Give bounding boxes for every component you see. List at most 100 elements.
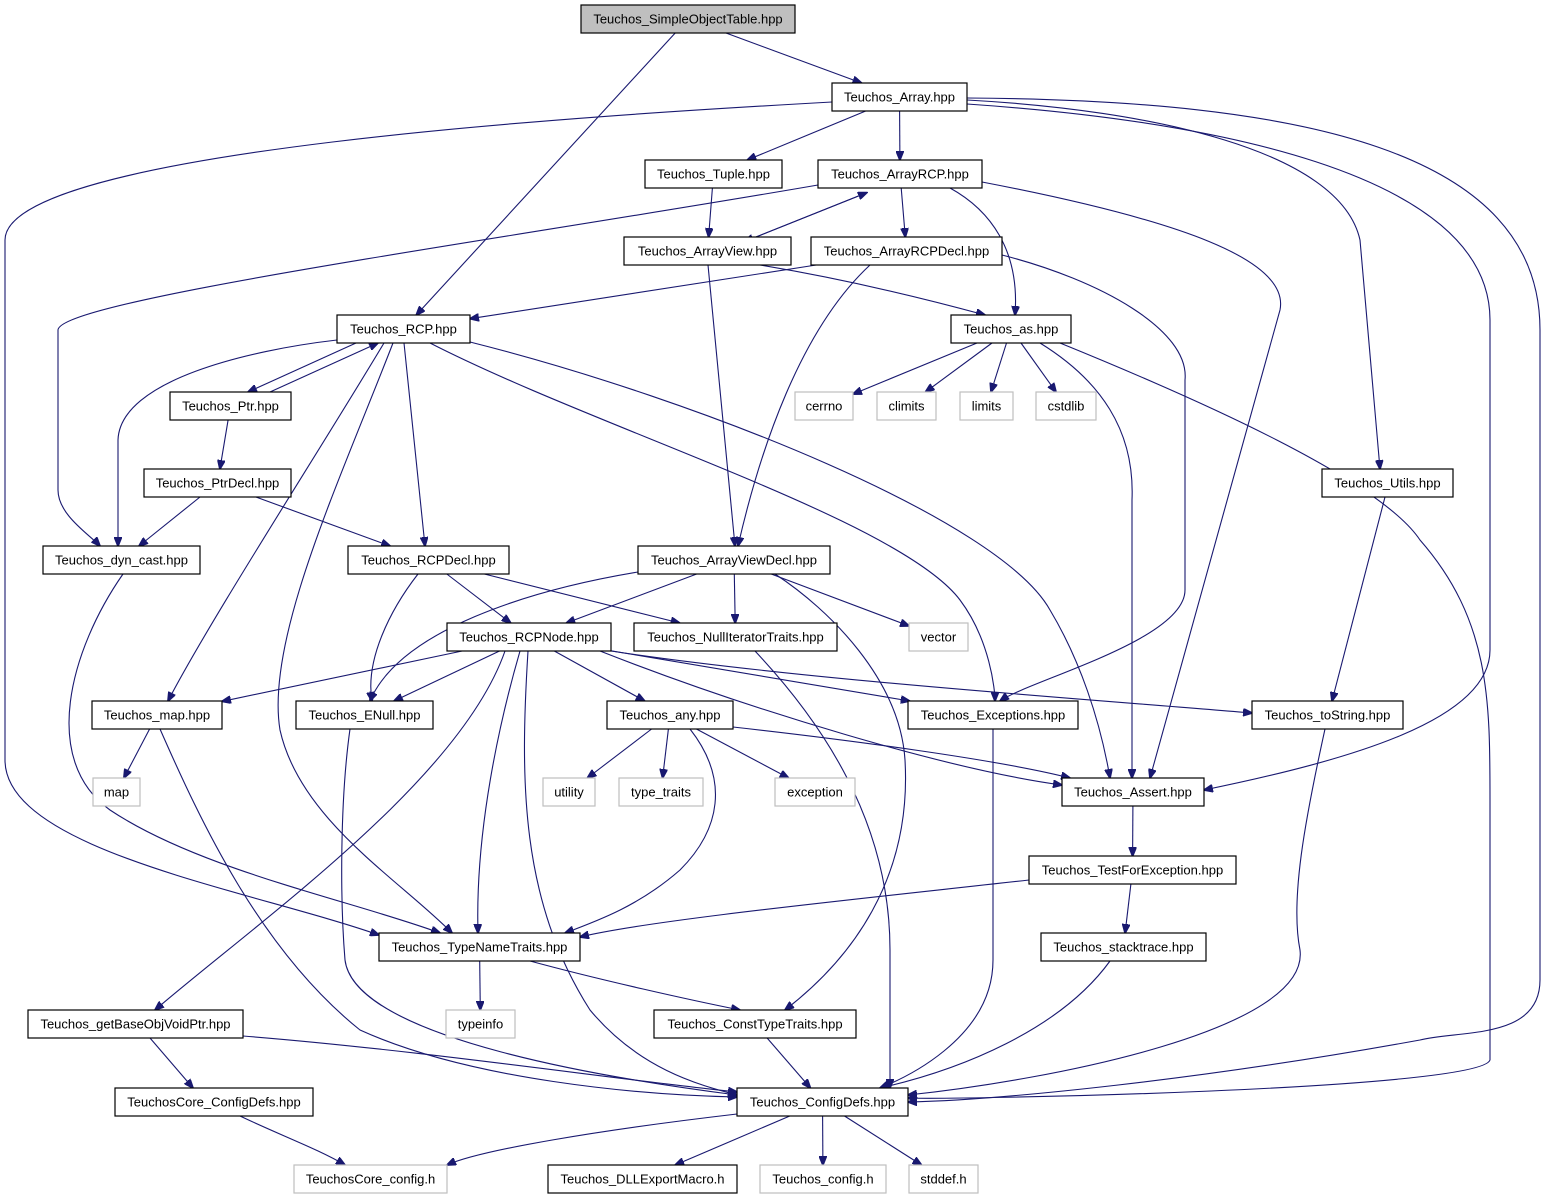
edge-arrayview-to-arrayviewdecl <box>707 264 735 546</box>
node-map[interactable]: Teuchos_map.hpp <box>91 700 223 730</box>
edge-getbase-to-configdefs <box>242 1035 737 1092</box>
edge-map-to-mapsys <box>124 728 151 778</box>
edge-rcp-to-dyncast <box>118 339 338 546</box>
edge-as-to-cerrno <box>853 342 978 394</box>
node-label-root: Teuchos_SimpleObjectTable.hpp <box>593 12 782 27</box>
node-assert[interactable]: Teuchos_Assert.hpp <box>1061 777 1205 807</box>
node-getbase[interactable]: Teuchos_getBaseObjVoidPtr.hpp <box>27 1009 244 1039</box>
node-tuple[interactable]: Teuchos_Tuple.hpp <box>644 159 783 189</box>
node-enull[interactable]: Teuchos_ENull.hpp <box>295 700 434 730</box>
node-label-as: Teuchos_as.hpp <box>964 322 1059 337</box>
node-ptrdecl[interactable]: Teuchos_PtrDecl.hpp <box>143 468 292 498</box>
edge-arrayrcp-to-dyncast <box>57 184 819 546</box>
edge-path-dyncast-to-typenametraits <box>68 573 440 933</box>
node-label-arrayrcpdecl: Teuchos_ArrayRCPDecl.hpp <box>824 244 989 259</box>
edge-arrayviewdecl-to-vector <box>771 573 909 626</box>
node-rcp[interactable]: Teuchos_RCP.hpp <box>336 314 471 344</box>
node-box-arrayview <box>623 236 792 266</box>
node-label-enull: Teuchos_ENull.hpp <box>308 708 420 723</box>
edge-consttypetraits-to-configdefs <box>766 1037 810 1088</box>
node-box-utility <box>542 777 596 807</box>
node-label-rcpnode: Teuchos_RCPNode.hpp <box>459 630 598 645</box>
edge-testforexc-to-stacktrace <box>1125 883 1132 933</box>
node-testforexc[interactable]: Teuchos_TestForException.hpp <box>1028 855 1237 885</box>
edge-path-tuple-to-arrayview <box>709 187 713 237</box>
node-utils[interactable]: Teuchos_Utils.hpp <box>1321 468 1454 498</box>
node-box-limits <box>959 391 1014 421</box>
edge-path-array-to-typenametraits <box>4 101 833 935</box>
edge-path-getbase-to-configdefs <box>242 1035 737 1092</box>
edge-path-coreconfigdefs-to-coreconfig <box>239 1115 345 1165</box>
edge-path-ptr-to-rcp <box>269 343 378 393</box>
edge-as-to-configdefs <box>908 342 1491 1098</box>
node-label-map: Teuchos_map.hpp <box>104 708 210 723</box>
edge-array-to-configdefs <box>908 97 1541 1102</box>
node-coreconfigdefs[interactable]: TeuchosCore_ConfigDefs.hpp <box>114 1087 314 1117</box>
node-array[interactable]: Teuchos_Array.hpp <box>831 82 968 112</box>
node-stacktrace[interactable]: Teuchos_stacktrace.hpp <box>1040 932 1207 962</box>
node-arrayview[interactable]: Teuchos_ArrayView.hpp <box>623 236 792 266</box>
node-cstdlib: cstdlib <box>1035 391 1097 421</box>
node-arrayrcpdecl[interactable]: Teuchos_ArrayRCPDecl.hpp <box>810 236 1003 266</box>
edge-rcp-to-map <box>168 342 385 701</box>
edge-tuple-to-arrayview <box>709 187 713 237</box>
node-nulliter[interactable]: Teuchos_NullIteratorTraits.hpp <box>633 622 838 652</box>
edge-path-rcpdecl-to-nulliter <box>484 573 679 623</box>
edge-configdefs-to-dllexport <box>675 1115 791 1165</box>
edge-path-arrayrcpdecl-to-exceptions <box>1000 254 1186 701</box>
edge-rcpnode-to-enull <box>394 650 500 701</box>
node-box-map <box>91 700 223 730</box>
node-limits: limits <box>959 391 1014 421</box>
node-label-tostring: Teuchos_toString.hpp <box>1265 708 1391 723</box>
edge-path-testforexc-to-stacktrace <box>1125 883 1132 933</box>
node-label-arrayview: Teuchos_ArrayView.hpp <box>638 244 777 259</box>
edge-path-as-to-configdefs <box>908 342 1491 1098</box>
edge-arrayrcpdecl-to-arrayviewdecl <box>738 264 871 546</box>
node-arrayviewdecl[interactable]: Teuchos_ArrayViewDecl.hpp <box>637 545 831 575</box>
node-box-cstdlib <box>1035 391 1097 421</box>
edge-path-arrayviewdecl-to-consttypetraits <box>774 573 907 1010</box>
node-as[interactable]: Teuchos_as.hpp <box>950 314 1072 344</box>
node-dyncast[interactable]: Teuchos_dyn_cast.hpp <box>42 545 201 575</box>
edge-any-to-utility <box>587 728 652 778</box>
node-box-rcp <box>336 314 471 344</box>
node-box-getbase <box>27 1009 244 1039</box>
node-label-ptr: Teuchos_Ptr.hpp <box>182 399 279 414</box>
edge-rcpdecl-to-enull <box>371 573 419 701</box>
node-box-utils <box>1321 468 1454 498</box>
edge-rcp-to-rcpdecl <box>403 342 425 546</box>
node-configdefs[interactable]: Teuchos_ConfigDefs.hpp <box>736 1087 909 1117</box>
node-box-arrayviewdecl <box>637 545 831 575</box>
node-ptr[interactable]: Teuchos_Ptr.hpp <box>169 391 292 421</box>
node-cerrno: cerrno <box>794 391 854 421</box>
node-label-coreconfigdefs: TeuchosCore_ConfigDefs.hpp <box>127 1095 300 1110</box>
edge-arrayview-to-arrayrcp <box>744 193 867 243</box>
edge-utils-to-tostring <box>1332 496 1386 701</box>
edge-path-rcpnode-to-getbase <box>155 650 506 1010</box>
node-any[interactable]: Teuchos_any.hpp <box>606 700 734 730</box>
edge-path-rcpnode-to-enull <box>394 650 500 701</box>
node-tostring[interactable]: Teuchos_toString.hpp <box>1251 700 1404 730</box>
node-typenametraits[interactable]: Teuchos_TypeNameTraits.hpp <box>378 932 581 962</box>
edge-root-to-rcp <box>416 32 676 315</box>
edge-getbase-to-coreconfigdefs <box>149 1037 193 1088</box>
node-arrayrcp[interactable]: Teuchos_ArrayRCP.hpp <box>817 159 983 189</box>
edge-as-to-assert <box>1039 342 1132 778</box>
node-exceptions[interactable]: Teuchos_Exceptions.hpp <box>907 700 1079 730</box>
node-rcpnode[interactable]: Teuchos_RCPNode.hpp <box>446 622 612 652</box>
edge-path-arrayrcp-to-assert <box>981 181 1282 778</box>
node-dllexport[interactable]: Teuchos_DLLExportMacro.h <box>547 1164 738 1194</box>
node-box-dyncast <box>42 545 201 575</box>
edge-path-arrayviewdecl-to-enull <box>370 571 639 701</box>
edge-rcpnode-to-exceptions <box>610 650 910 701</box>
node-consttypetraits[interactable]: Teuchos_ConstTypeTraits.hpp <box>653 1009 857 1039</box>
edge-path-root-to-array <box>725 32 862 83</box>
edge-exceptions-to-configdefs <box>880 729 994 1088</box>
edge-path-ptrdecl-to-rcpdecl <box>255 496 390 546</box>
node-rcpdecl[interactable]: Teuchos_RCPDecl.hpp <box>347 545 510 575</box>
edge-path-map-to-configdefs <box>159 728 737 1097</box>
node-box-root <box>580 4 796 34</box>
node-exception: exception <box>774 777 856 807</box>
edge-ptrdecl-to-dyncast <box>139 496 201 546</box>
